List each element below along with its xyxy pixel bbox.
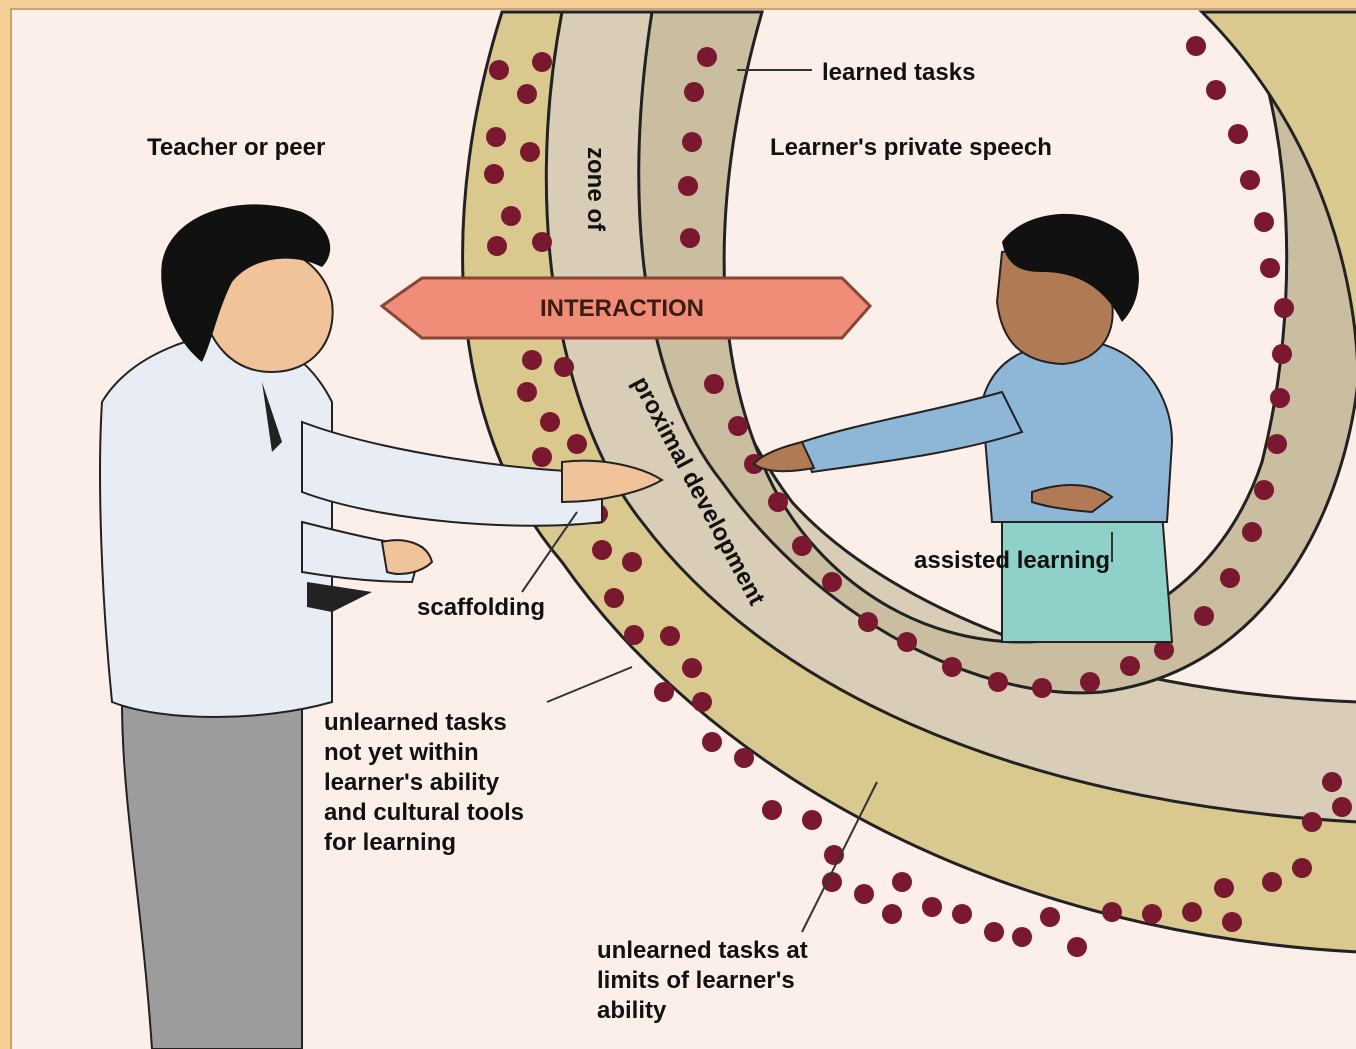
private-speech-label: Learner's private speech	[770, 134, 1052, 161]
task-dot	[1120, 656, 1140, 676]
task-dot	[592, 540, 612, 560]
zone-label-part1: zone of	[582, 147, 609, 232]
task-dot	[1080, 672, 1100, 692]
task-dot	[1214, 878, 1234, 898]
task-dot	[1194, 606, 1214, 626]
unlearned-not-within-line-4: and cultural tools	[324, 799, 524, 826]
task-dot	[1332, 797, 1352, 817]
task-dot	[1270, 388, 1290, 408]
task-dot	[922, 897, 942, 917]
task-dot	[1272, 344, 1292, 364]
task-dot	[692, 692, 712, 712]
task-dot	[660, 626, 680, 646]
interaction-arrow: INTERACTION	[382, 278, 870, 338]
task-dot	[882, 904, 902, 924]
task-dot	[822, 572, 842, 592]
task-dot	[1206, 80, 1226, 100]
task-dot	[1220, 568, 1240, 588]
task-dot	[678, 176, 698, 196]
task-dot	[1302, 812, 1322, 832]
task-dot	[892, 872, 912, 892]
task-dot	[1274, 298, 1294, 318]
task-dot	[1040, 907, 1060, 927]
task-dot	[1267, 434, 1287, 454]
task-dot	[680, 228, 700, 248]
unlearned-not-within-line-5: for learning	[324, 829, 456, 856]
task-dot	[520, 142, 540, 162]
task-dot	[1142, 904, 1162, 924]
task-dot	[1260, 258, 1280, 278]
teacher-label: Teacher or peer	[147, 134, 325, 161]
unlearned-limits-line-1: unlearned tasks at	[597, 937, 808, 964]
task-dot	[604, 588, 624, 608]
task-dot	[1186, 36, 1206, 56]
task-dot	[1240, 170, 1260, 190]
task-dot	[540, 412, 560, 432]
task-dot	[567, 434, 587, 454]
zpd-diagram: INTERACTION Teacher or peer Learner's pr…	[10, 8, 1356, 1049]
unlearned-limits-label: unlearned tasks at limits of learner's a…	[597, 937, 808, 1024]
task-dot	[1262, 872, 1282, 892]
task-dot	[762, 800, 782, 820]
unlearned-limits-line-2: limits of learner's	[597, 967, 795, 994]
task-dot	[489, 60, 509, 80]
task-dot	[554, 357, 574, 377]
task-dot	[1292, 858, 1312, 878]
task-dot	[1032, 678, 1052, 698]
task-dot	[854, 884, 874, 904]
unlearned-not-within-line-3: learner's ability	[324, 769, 500, 796]
task-dot	[517, 382, 537, 402]
task-dot	[684, 82, 704, 102]
task-dot	[1254, 480, 1274, 500]
assisted-learning-label: assisted learning	[914, 547, 1110, 574]
task-dot	[1254, 212, 1274, 232]
interaction-label: INTERACTION	[540, 295, 704, 322]
task-dot	[532, 232, 552, 252]
task-dot	[682, 132, 702, 152]
task-dot	[532, 447, 552, 467]
unlearned-not-within-label: unlearned tasks not yet within learner's…	[324, 709, 524, 856]
task-dot	[984, 922, 1004, 942]
figure-frame: INTERACTION Teacher or peer Learner's pr…	[10, 8, 1356, 1049]
task-dot	[1228, 124, 1248, 144]
unlearned-not-within-line-2: not yet within	[324, 739, 479, 766]
task-dot	[484, 164, 504, 184]
task-dot	[792, 536, 812, 556]
task-dot	[1182, 902, 1202, 922]
task-dot	[734, 748, 754, 768]
task-dot	[768, 492, 788, 512]
task-dot	[522, 350, 542, 370]
task-dot	[702, 732, 722, 752]
task-dot	[624, 625, 644, 645]
task-dot	[697, 47, 717, 67]
task-dot	[802, 810, 822, 830]
task-dot	[501, 206, 521, 226]
unlearned-not-within-line-1: unlearned tasks	[324, 709, 507, 736]
task-dot	[487, 236, 507, 256]
task-dot	[1102, 902, 1122, 922]
task-dot	[952, 904, 972, 924]
task-dot	[822, 872, 842, 892]
task-dot	[1322, 772, 1342, 792]
task-dot	[486, 127, 506, 147]
task-dot	[858, 612, 878, 632]
task-dot	[1012, 927, 1032, 947]
task-dot	[517, 84, 537, 104]
learned-tasks-label: learned tasks	[822, 59, 975, 86]
task-dot	[942, 657, 962, 677]
scaffolding-label: scaffolding	[417, 594, 545, 621]
task-dot	[897, 632, 917, 652]
task-dot	[622, 552, 642, 572]
task-dot	[1242, 522, 1262, 542]
task-dot	[1222, 912, 1242, 932]
task-dot	[654, 682, 674, 702]
task-dot	[532, 52, 552, 72]
task-dot	[728, 416, 748, 436]
task-dot	[988, 672, 1008, 692]
task-dot	[1067, 937, 1087, 957]
task-dot	[704, 374, 724, 394]
task-dot	[682, 658, 702, 678]
unlearned-limits-line-3: ability	[597, 997, 667, 1024]
